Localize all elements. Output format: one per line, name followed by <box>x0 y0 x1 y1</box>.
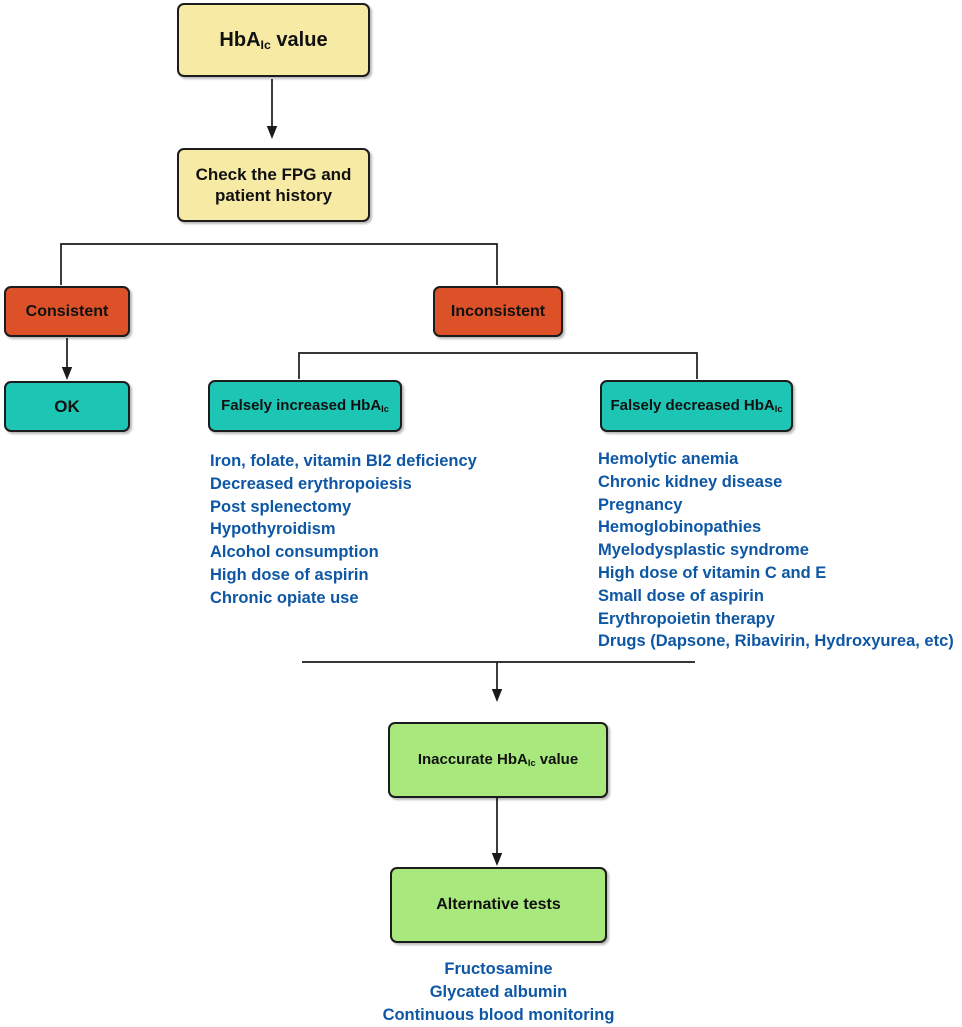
list-item: Chronic opiate use <box>210 588 359 607</box>
list-item: Hypothyroidism <box>210 520 336 539</box>
bracket-falsely-boxes <box>298 352 698 379</box>
list-item: Chronic kidney disease <box>598 472 783 491</box>
list-item: Hemolytic anemia <box>598 450 739 468</box>
node-label: Falsely decreased HbAIc <box>610 396 783 415</box>
node-label: Check the FPG and patient history <box>195 164 352 205</box>
node-falsely-decreased: Falsely decreased HbAIc <box>600 380 793 432</box>
list-item: High dose of vitamin C and E <box>598 563 827 582</box>
arrowhead <box>491 689 503 702</box>
list-item: Erythropoietin therapy <box>598 609 775 628</box>
list-item: Alcohol consumption <box>210 543 379 562</box>
arrowhead <box>61 367 73 380</box>
list-falsely-decreased-causes: Hemolytic anemia Chronic kidney disease … <box>598 448 954 653</box>
node-check-fpg: Check the FPG and patient history <box>177 148 370 222</box>
node-alternative-tests: Alternative tests <box>390 867 607 943</box>
node-inconsistent: Inconsistent <box>433 286 563 337</box>
list-item: Fructosamine <box>444 960 553 978</box>
list-item: Post splenectomy <box>210 497 352 516</box>
node-label: Alternative tests <box>436 896 561 913</box>
list-item: High dose of aspirin <box>210 565 369 584</box>
node-label: Inaccurate HbAIc value <box>417 750 579 769</box>
node-label: Consistent <box>25 302 109 320</box>
arrowhead <box>266 126 278 139</box>
node-ok: OK <box>4 381 130 432</box>
node-hba1c-value: HbAIc value <box>177 3 370 77</box>
list-falsely-increased-causes: Iron, folate, vitamin BI2 deficiency Dec… <box>210 450 477 610</box>
node-label: OK <box>54 396 80 416</box>
list-item: Glycated albumin <box>429 982 568 1001</box>
bracket-consistent-inconsistent <box>60 243 498 285</box>
list-item: Hemoglobinopathies <box>598 518 762 537</box>
list-alternative-test-options: Fructosamine Glycated albumin Continuous… <box>300 958 697 1026</box>
list-item: Iron, folate, vitamin BI2 deficiency <box>210 452 477 470</box>
node-inaccurate-hba1c: Inaccurate HbAIc value <box>388 722 608 798</box>
node-label: HbAIc value <box>219 28 328 52</box>
node-label: Falsely increased HbAIc <box>221 396 389 415</box>
list-item: Myelodysplastic syndrome <box>598 541 809 560</box>
list-item: Pregnancy <box>598 495 683 514</box>
list-item: Drugs (Dapsone, Ribavirin, Hydroxyurea, … <box>598 632 954 651</box>
arrowhead <box>491 853 503 866</box>
node-consistent: Consistent <box>4 286 130 337</box>
list-item: Continuous blood monitoring <box>382 1005 615 1024</box>
node-falsely-increased: Falsely increased HbAIc <box>208 380 402 432</box>
list-item: Small dose of aspirin <box>598 586 764 605</box>
list-item: Decreased erythropoiesis <box>210 474 412 493</box>
node-label: Inconsistent <box>450 302 546 320</box>
